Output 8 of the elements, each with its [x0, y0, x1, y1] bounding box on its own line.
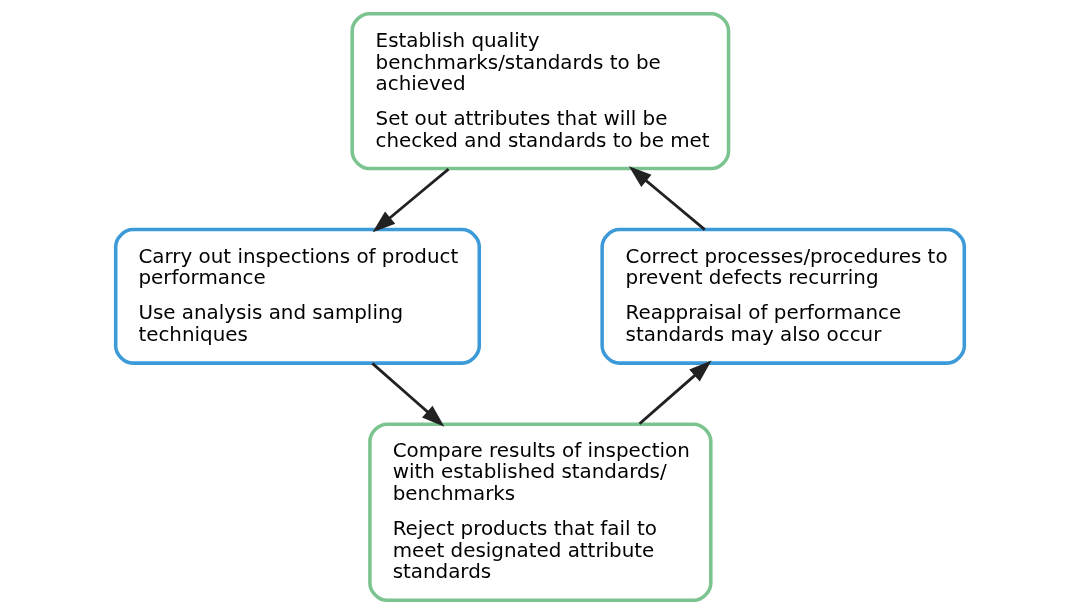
arrow	[370, 362, 444, 427]
node-box: Carry out inspections of product performance Use analysis and sampling techniques	[113, 227, 481, 365]
arrow	[638, 360, 712, 425]
arrow	[372, 167, 449, 233]
arrow	[628, 166, 706, 231]
node-box: Establish quality benchmarks/standards to be achieved Set out attributes that will be checked and standards to be met	[349, 11, 730, 171]
node-box: Correct processes/procedures to prevent defects recurring Reappraisal of performance standards may also occur	[599, 227, 966, 365]
node-box: Compare results of inspection with established standards/ benchmarks Reject products that fail to meet designated attribute standards	[367, 422, 713, 603]
